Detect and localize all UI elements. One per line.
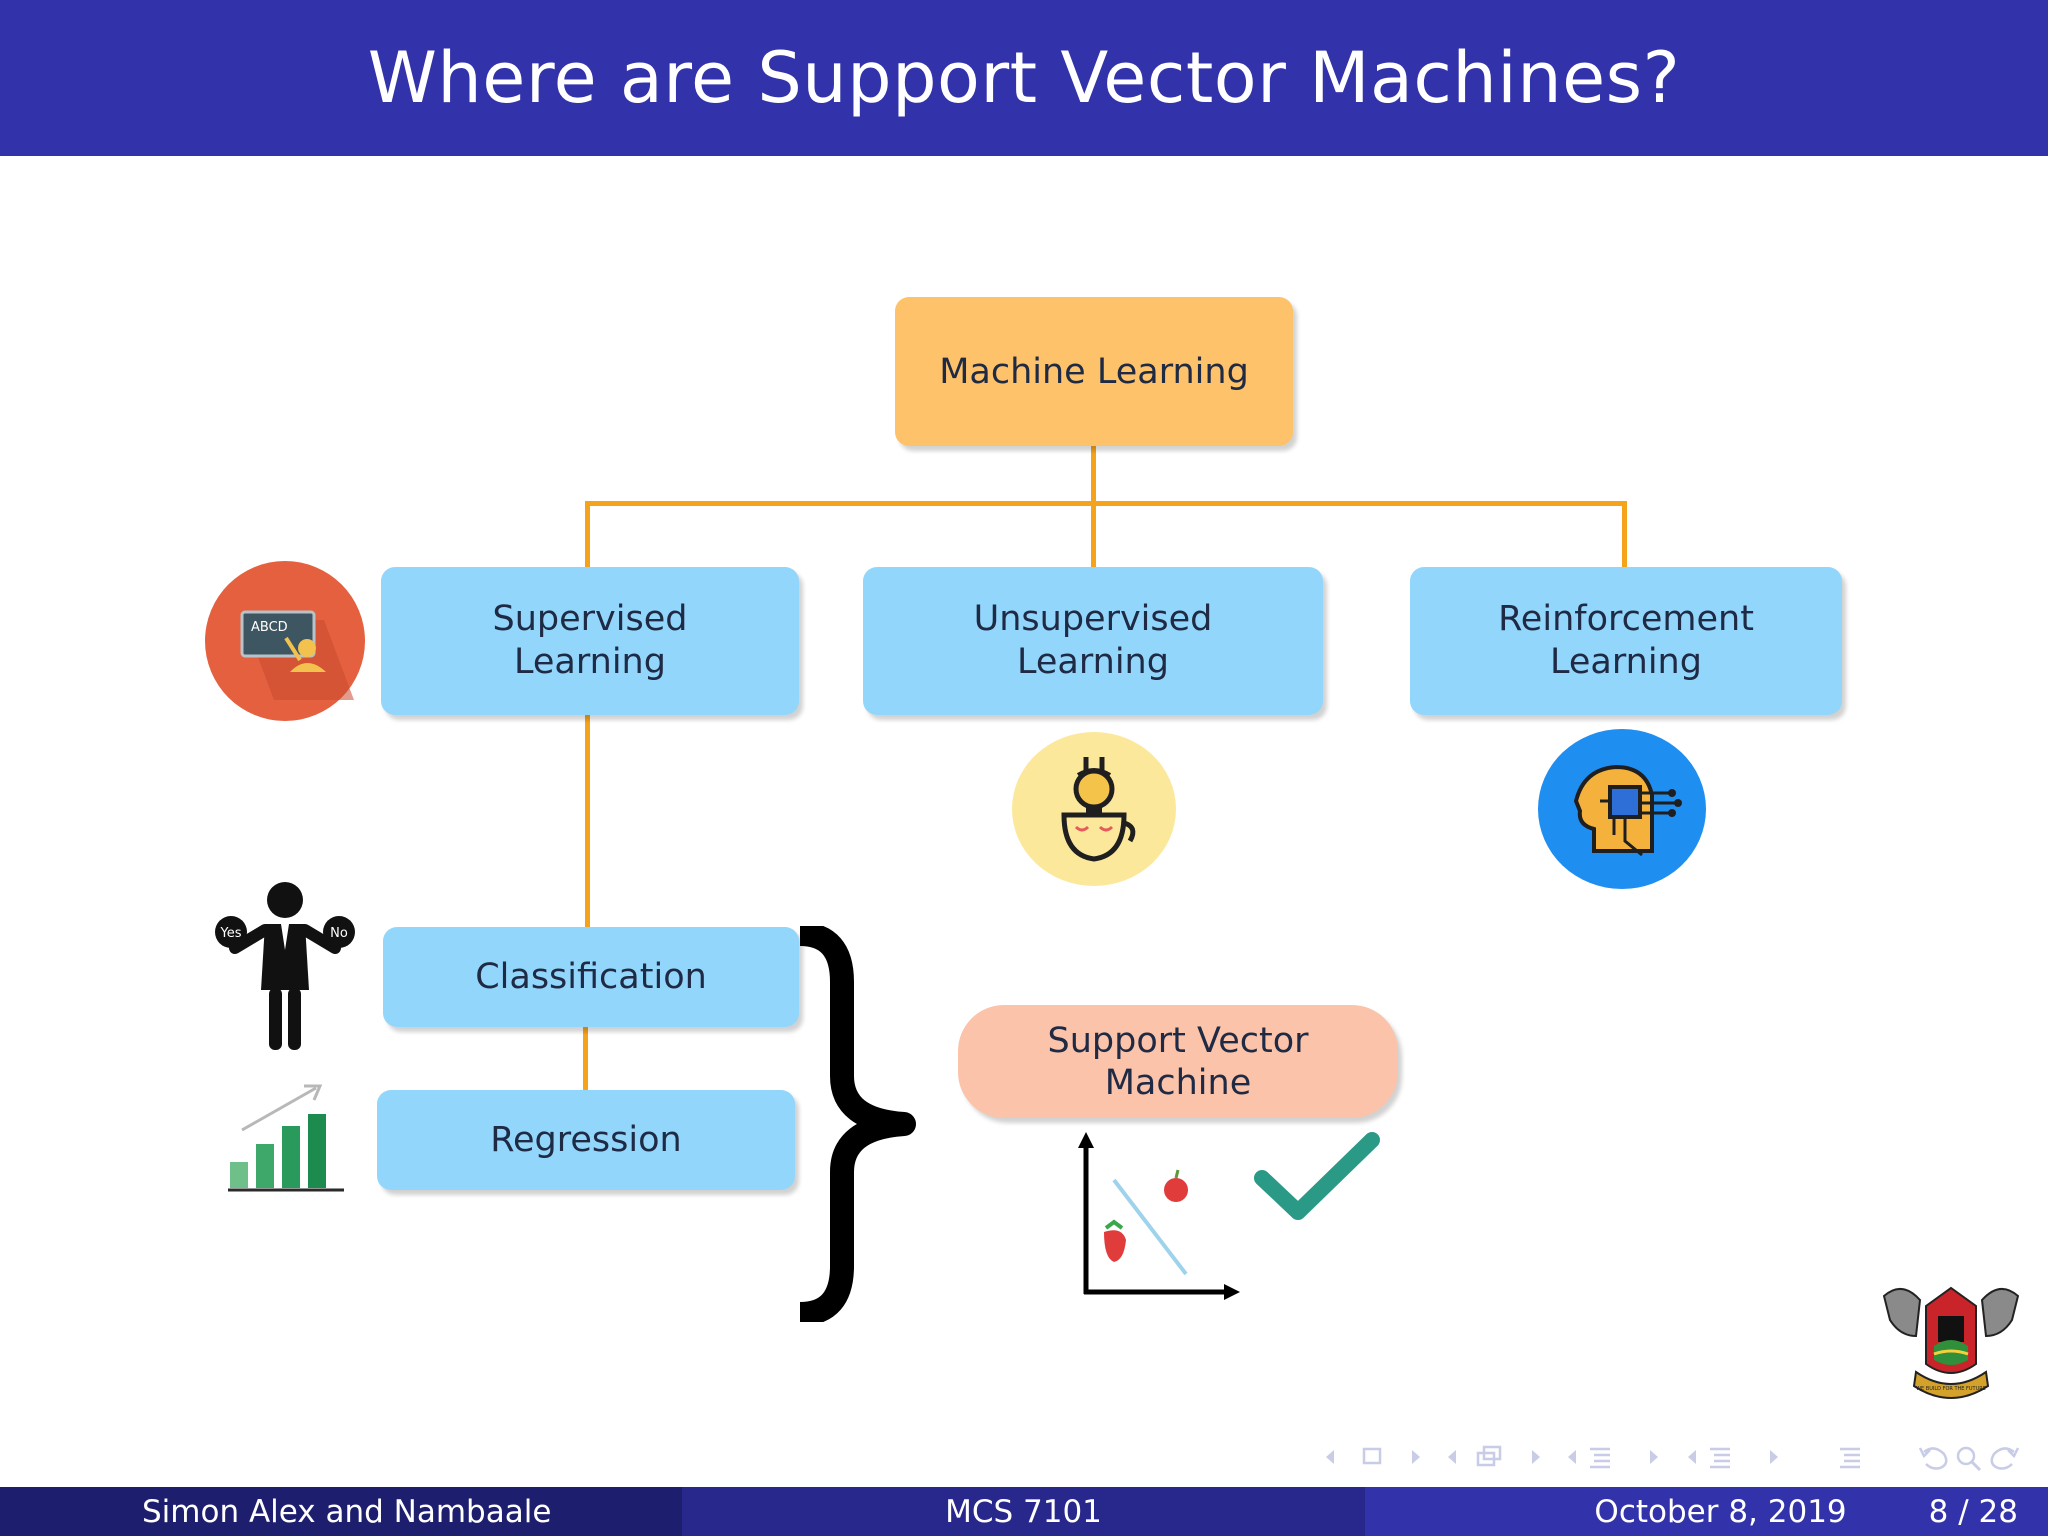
- classification-box: Classification: [383, 927, 799, 1027]
- unsupervised-learning-box: Unsupervised Learning: [863, 567, 1323, 715]
- nav-section-next-icon[interactable]: [1650, 1450, 1658, 1464]
- connector-classification-regression: [583, 1027, 588, 1090]
- nav-forward-icon[interactable]: [1990, 1447, 2020, 1470]
- checkmark-icon: [1252, 1130, 1382, 1226]
- logo-motto: WE BUILD FOR THE FUTURE: [1916, 1386, 1986, 1392]
- yes-no-person-icon: Yes No: [215, 880, 355, 1055]
- bar-chart-growth-icon: [228, 1082, 346, 1192]
- nav-document-prev-icon[interactable]: [1688, 1450, 1696, 1464]
- supervised-learning-box: Supervised Learning: [381, 567, 799, 715]
- connector-root-down: [1091, 446, 1096, 567]
- footer-course-segment: MCS 7101: [682, 1487, 1365, 1536]
- nav-frame-icon[interactable]: [1362, 1447, 1382, 1465]
- connector-supervised-down: [585, 715, 590, 927]
- connector-horizontal: [585, 501, 1627, 506]
- regression-box: Regression: [377, 1090, 795, 1190]
- footer-date: October 8, 2019: [1594, 1493, 1847, 1530]
- machine-learning-box: Machine Learning: [895, 297, 1293, 446]
- support-vector-machine-box: Support Vector Machine: [958, 1005, 1398, 1118]
- footer-course: MCS 7101: [945, 1493, 1102, 1530]
- yes-badge: Yes: [220, 926, 242, 941]
- no-badge: No: [330, 926, 348, 941]
- teacher-board-icon: ABCD: [204, 560, 366, 722]
- slide-footer: Simon Alex and Nambaale MCS 7101 October…: [0, 1487, 2048, 1536]
- nav-frame-next-icon[interactable]: [1412, 1450, 1420, 1464]
- connector-right-down: [1622, 501, 1627, 567]
- nav-outline-icon[interactable]: [1840, 1447, 1860, 1469]
- footer-authors: Simon Alex and Nambaale: [142, 1493, 552, 1530]
- svg-text:ABCD: ABCD: [251, 620, 288, 635]
- nav-back-icon[interactable]: [1918, 1447, 1948, 1470]
- scatter-separator-icon: [1074, 1128, 1244, 1300]
- curly-brace-icon: [796, 926, 924, 1322]
- nav-document-next-icon[interactable]: [1770, 1450, 1778, 1464]
- reinforcement-learning-box: Reinforcement Learning: [1410, 567, 1842, 715]
- nav-subsection-icon[interactable]: [1476, 1445, 1502, 1467]
- head-lightbulb-icon: [1012, 731, 1176, 887]
- footer-page-number: 8 / 28: [1928, 1493, 2018, 1530]
- slide-header: Where are Support Vector Machines?: [0, 0, 2048, 156]
- nav-section-icon[interactable]: [1590, 1447, 1610, 1469]
- head-circuit-icon: [1538, 729, 1706, 889]
- nav-frame-prev-icon[interactable]: [1326, 1450, 1334, 1464]
- beamer-navigation: [1320, 1440, 2020, 1474]
- slide-title: Where are Support Vector Machines?: [367, 37, 1681, 119]
- nav-section-prev-icon[interactable]: [1568, 1450, 1576, 1464]
- nav-subsection-next-icon[interactable]: [1532, 1450, 1540, 1464]
- footer-date-segment: October 8, 2019 8 / 28: [1365, 1487, 2048, 1536]
- nav-document-icon[interactable]: [1710, 1447, 1730, 1469]
- nav-search-icon[interactable]: [1956, 1446, 1982, 1472]
- university-logo: WE BUILD FOR THE FUTURE: [1876, 1276, 2026, 1416]
- footer-authors-segment: Simon Alex and Nambaale: [0, 1487, 682, 1536]
- connector-left-down: [585, 501, 590, 567]
- nav-subsection-prev-icon[interactable]: [1448, 1450, 1456, 1464]
